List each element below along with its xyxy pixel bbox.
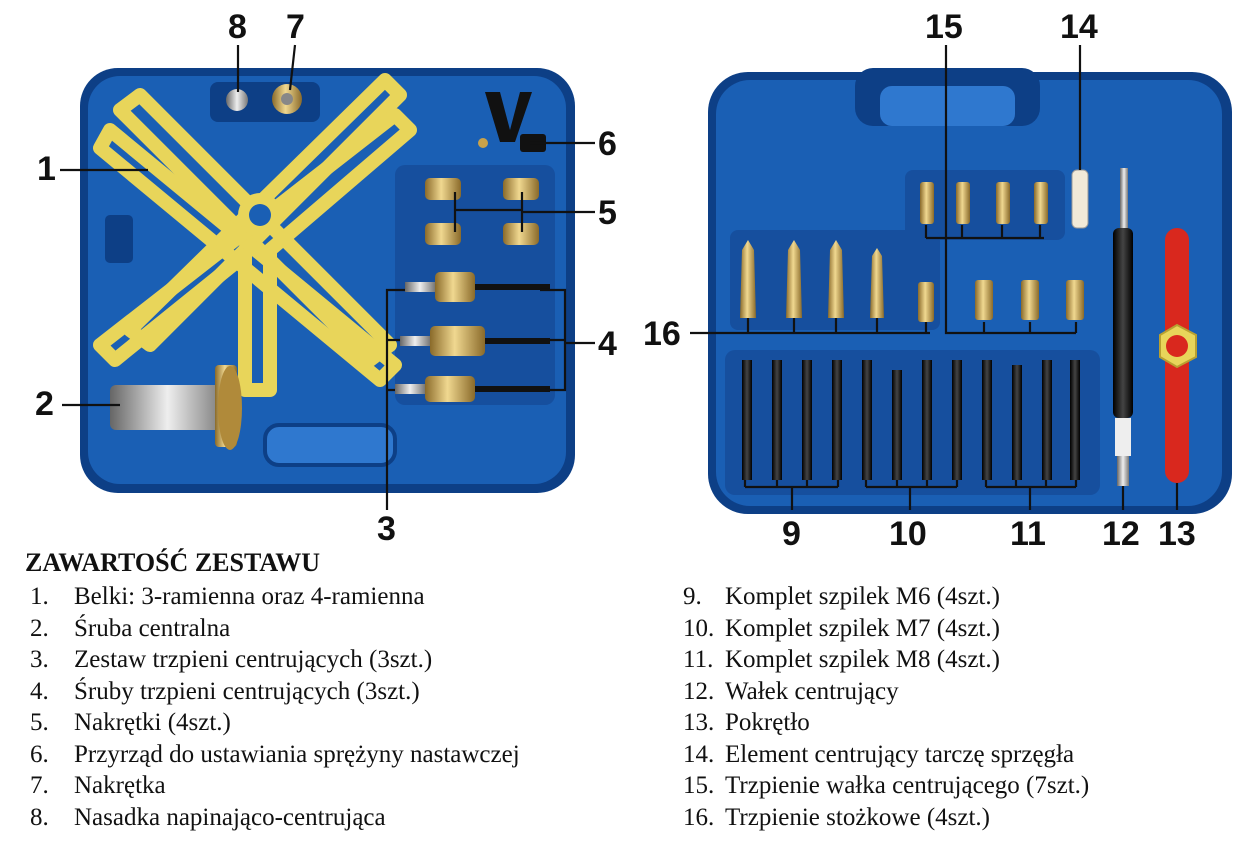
- clutch-centering-element: [1071, 169, 1089, 229]
- callout-11: 11: [1010, 515, 1046, 550]
- legend-item: 13. Pokrętło: [683, 708, 1089, 740]
- legend-item-text: Komplet szpilek M8 (4szt.): [725, 646, 1000, 673]
- legend-item-text: Zestaw trzpieni centrujących (3szt.): [74, 646, 433, 673]
- legend-item: 12. Wałek centrujący: [683, 677, 1089, 709]
- legend-item: 16. Trzpienie stożkowe (4szt.): [683, 803, 1089, 835]
- tool-kit-illustration: 1 2 3 4 5 6 7 8 9 10 11 12 13 14 15 16: [35, 8, 1232, 550]
- legend-item-text: Komplet szpilek M6 (4szt.): [725, 583, 1000, 610]
- legend-item-text: Śruba centralna: [74, 614, 231, 642]
- legend-item-text: Element centrujący tarczę sprzęgła: [725, 740, 1075, 768]
- legend-item-text: Nakrętka: [74, 772, 166, 799]
- callout-13: 13: [1158, 515, 1196, 550]
- legend-item-number: 3.: [30, 646, 49, 673]
- callout-16: 16: [643, 315, 681, 353]
- socket-part: [226, 89, 248, 111]
- callout-9: 9: [782, 515, 801, 550]
- legend-item: 10. Komplet szpilek M7 (4szt.): [683, 614, 1089, 646]
- callout-15: 15: [925, 8, 963, 46]
- legend-item-number: 12.: [683, 677, 715, 705]
- legend-item: 4. Śruby trzpieni centrujących (3szt.): [30, 677, 520, 709]
- callout-6: 6: [598, 125, 617, 163]
- arbor-pins: [920, 182, 1084, 320]
- legend-item-number: 8.: [30, 803, 49, 831]
- centering-pins: [395, 272, 550, 402]
- legend-left-column: 1. Belki: 3-ramienna oraz 4-ramienna 2. Śr…: [30, 582, 520, 834]
- legend-item-text: Śruby trzpieni centrujących (3szt.): [74, 677, 420, 705]
- legend-item: 5. Nakrętki (4szt.): [30, 708, 520, 740]
- legend-item: 11. Komplet szpilek M8 (4szt.): [683, 645, 1089, 677]
- t-handle: [1159, 228, 1197, 483]
- legend-item-number: 7.: [30, 772, 49, 799]
- legend-right-column: 9. Komplet szpilek M6 (4szt.) 10. Komplet …: [683, 582, 1089, 834]
- legend-item-text: Komplet szpilek M7 (4szt.): [725, 614, 1000, 642]
- legend-item-number: 11.: [683, 646, 714, 673]
- left-case: [80, 68, 575, 493]
- legend-item: 2. Śruba centralna: [30, 614, 520, 646]
- legend-item: 6. Przyrząd do ustawiania sprężyny nastaw…: [30, 740, 520, 772]
- legend-item-text: Belki: 3-ramienna oraz 4-ramienna: [74, 583, 425, 610]
- callout-8: 8: [228, 8, 247, 46]
- central-bolt: [110, 365, 242, 450]
- legend-item-number: 9.: [683, 583, 702, 610]
- legend-item-text: Pokrętło: [725, 709, 810, 736]
- legend-item-number: 16.: [683, 803, 715, 831]
- callout-5: 5: [598, 194, 617, 232]
- legend-item-text: Przyrząd do ustawiania sprężyny nastawcz…: [74, 740, 520, 768]
- legend-item: 9. Komplet szpilek M6 (4szt.): [683, 582, 1089, 614]
- legend-item-number: 5.: [30, 709, 49, 736]
- legend-item-number: 14.: [683, 740, 715, 768]
- callout-10: 10: [889, 515, 927, 550]
- legend-item: 8. Nasadka napinająco-centrująca: [30, 803, 520, 835]
- legend-item-text: Trzpienie wałka centrującego (7szt.): [725, 772, 1090, 799]
- legend-item-number: 6.: [30, 740, 49, 768]
- legend-item-number: 4.: [30, 677, 49, 705]
- legend-item: 14. Element centrujący tarczę sprzęgła: [683, 740, 1089, 772]
- legend-item-text: Wałek centrujący: [725, 677, 899, 705]
- legend-item-text: Trzpienie stożkowe (4szt.): [725, 803, 990, 831]
- legend-item-number: 2.: [30, 614, 49, 642]
- legend-title: ZAWARTOŚĆ ZESTAWU: [25, 548, 321, 577]
- beam-plates: [93, 73, 417, 397]
- legend-item: 1. Belki: 3-ramienna oraz 4-ramienna: [30, 582, 520, 614]
- legend-item-text: Nasadka napinająco-centrująca: [74, 803, 386, 831]
- legend-item: 7. Nakrętka: [30, 771, 520, 803]
- legend-item-number: 13.: [683, 709, 715, 736]
- leader-lines: [60, 44, 1179, 510]
- legend-item-number: 10.: [683, 614, 715, 642]
- legend-item-number: 1.: [30, 583, 49, 610]
- stud-sets: [742, 360, 1080, 480]
- right-case: [708, 68, 1232, 514]
- legend-item-number: 15.: [683, 772, 715, 799]
- centering-shaft: [1113, 168, 1133, 486]
- callout-1: 1: [37, 150, 56, 188]
- legend-item-text: Nakrętki (4szt.): [74, 709, 231, 736]
- callout-12: 12: [1102, 515, 1140, 550]
- cone-pins: [740, 240, 934, 322]
- callout-2: 2: [35, 385, 54, 423]
- nuts-set: [425, 178, 539, 245]
- callout-7: 7: [286, 8, 305, 46]
- callout-3: 3: [377, 510, 396, 548]
- legend-item: 3. Zestaw trzpieni centrujących (3szt.): [30, 645, 520, 677]
- callout-14: 14: [1060, 8, 1098, 46]
- legend-item: 15. Trzpienie wałka centrującego (7szt.): [683, 771, 1089, 803]
- callout-4: 4: [598, 325, 617, 363]
